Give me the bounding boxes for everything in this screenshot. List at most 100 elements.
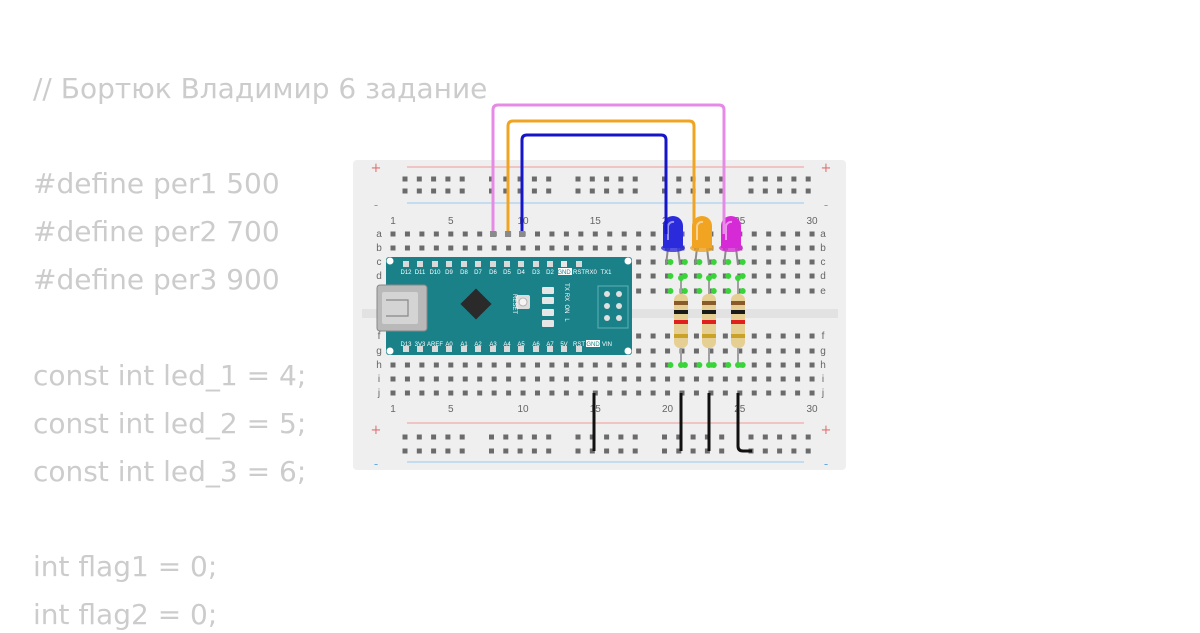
- wires: [490, 103, 752, 453]
- row-letter: d: [820, 271, 826, 282]
- header-pin: [490, 261, 496, 267]
- terminal-hole: [477, 245, 483, 251]
- terminal-hole: [578, 376, 584, 382]
- terminal-hole: [766, 348, 772, 354]
- terminal-hole: [708, 376, 714, 382]
- rail-hole: [632, 188, 638, 194]
- terminal-hole: [809, 390, 815, 396]
- terminal-hole: [578, 231, 584, 237]
- code-line: const int led_3 = 6;: [33, 455, 307, 488]
- terminal-hole: [563, 362, 569, 368]
- reset-button-cap: [518, 297, 528, 307]
- terminal-hole: [549, 390, 555, 396]
- microcontroller-chip: [460, 288, 492, 320]
- mounting-hole: [386, 347, 394, 355]
- rail-hole: [517, 188, 523, 194]
- terminal-hole: [477, 376, 483, 382]
- column-number: 25: [734, 216, 746, 227]
- rail-hole: [604, 188, 610, 194]
- terminal-hole: [535, 390, 540, 396]
- header-pin: [533, 346, 539, 352]
- terminal-hole: [693, 390, 699, 396]
- onboard-led: [542, 320, 554, 327]
- rail-hole: [503, 448, 509, 454]
- rail-hole: [632, 448, 638, 454]
- rail-hole: [575, 448, 581, 454]
- rail-hole: [618, 448, 624, 454]
- wire-pink: [491, 103, 726, 234]
- terminal-hole: [491, 362, 497, 368]
- rail-hole: [777, 176, 783, 182]
- terminal-hole: [751, 376, 757, 382]
- rail-minus-label: -: [374, 457, 378, 471]
- connected-hole: [725, 259, 732, 265]
- terminal-hole: [780, 288, 786, 294]
- connected-hole: [725, 288, 732, 294]
- header-pin: [561, 346, 567, 352]
- rail-hole: [575, 434, 581, 440]
- terminal-hole: [780, 390, 786, 396]
- terminal-hole: [766, 273, 772, 279]
- column-number: 30: [806, 216, 818, 227]
- rail-hole: [459, 434, 465, 440]
- resistor-band: [702, 320, 716, 324]
- rail-hole: [690, 448, 696, 454]
- rail-hole: [416, 448, 422, 454]
- row-letter: d: [376, 271, 382, 282]
- terminal-hole: [506, 390, 512, 396]
- terminal-hole: [592, 231, 598, 237]
- terminal-hole: [650, 376, 656, 382]
- rail-hole: [503, 434, 509, 440]
- connected-hole: [667, 362, 674, 368]
- terminal-hole: [650, 245, 656, 251]
- terminal-hole: [592, 362, 598, 368]
- terminal-hole: [462, 390, 468, 396]
- terminal-hole: [665, 333, 671, 339]
- connected-hole: [710, 288, 717, 294]
- terminal-hole: [404, 231, 410, 237]
- terminal-hole: [636, 348, 642, 354]
- terminal-hole: [433, 231, 439, 237]
- terminal-hole: [766, 288, 772, 294]
- header-pin: [432, 261, 438, 267]
- terminal-hole: [448, 231, 454, 237]
- resistor-lead-end: [706, 275, 712, 281]
- rail-minus-label: -: [824, 457, 828, 471]
- terminal-hole: [650, 362, 656, 368]
- resistor-band: [674, 310, 688, 314]
- top-pin-label: D5: [503, 270, 511, 276]
- terminal-hole: [520, 245, 526, 251]
- terminal-hole: [563, 390, 569, 396]
- rail-hole: [431, 176, 437, 182]
- terminal-hole: [636, 231, 642, 237]
- terminal-hole: [795, 273, 801, 279]
- terminal-hole: [665, 390, 671, 396]
- column-number: 5: [448, 404, 454, 415]
- terminal-hole: [751, 245, 757, 251]
- terminal-hole: [636, 273, 642, 279]
- icsp-header: [597, 285, 629, 329]
- rail-hole: [762, 176, 768, 182]
- terminal-hole: [419, 231, 425, 237]
- top-pin-label: D7: [474, 270, 482, 276]
- connected-hole: [725, 362, 732, 368]
- column-number: 10: [517, 404, 529, 415]
- rail-plus-label: +: [371, 423, 382, 438]
- rail-hole: [748, 434, 754, 440]
- terminal-hole: [780, 348, 786, 354]
- top-pin-label: D2: [546, 270, 554, 276]
- rail-plus-label: +: [821, 161, 832, 176]
- terminal-hole: [549, 245, 555, 251]
- rail-hole: [459, 448, 465, 454]
- bottom-pin-label: A2: [474, 342, 482, 348]
- terminal-hole: [809, 376, 815, 382]
- connected-hole: [710, 259, 717, 265]
- row-letter: c: [821, 257, 826, 268]
- header-pin: [547, 261, 553, 267]
- rail-hole: [531, 448, 537, 454]
- icsp-pin: [616, 291, 622, 297]
- terminal-hole: [607, 362, 613, 368]
- rail-hole: [676, 448, 682, 454]
- terminal-hole: [535, 376, 540, 382]
- terminal-hole: [766, 245, 772, 251]
